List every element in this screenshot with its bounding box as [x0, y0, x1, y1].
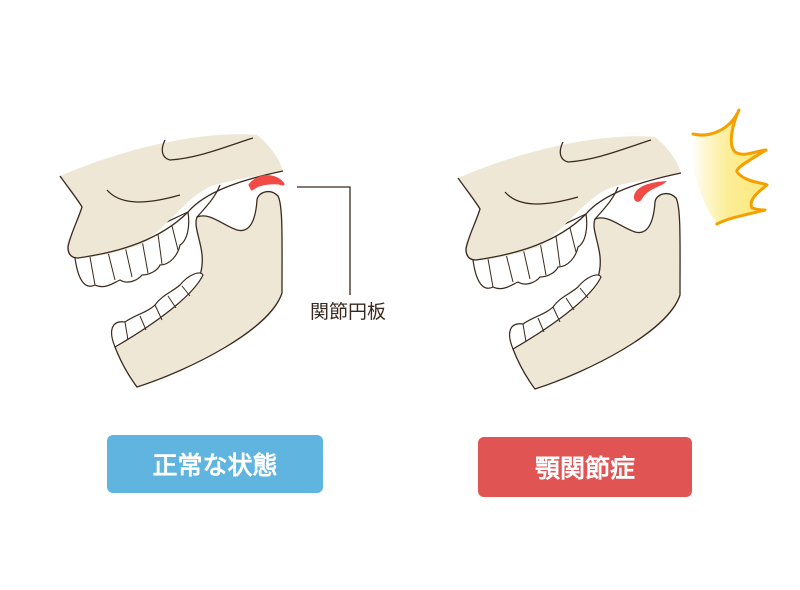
- articular-disc: [248, 175, 285, 191]
- normal-state-caption: 正常な状態: [107, 435, 323, 493]
- normal-jaw-skull: [59, 133, 285, 388]
- label-leader-line: [297, 186, 351, 295]
- tmd-caption: 顎関節症: [478, 437, 692, 497]
- tmd-jaw-skull: [457, 135, 682, 390]
- displaced-disc: [633, 181, 667, 202]
- articular-disc-label: 関節円板: [310, 301, 387, 323]
- pain-burst-icon: [691, 110, 767, 224]
